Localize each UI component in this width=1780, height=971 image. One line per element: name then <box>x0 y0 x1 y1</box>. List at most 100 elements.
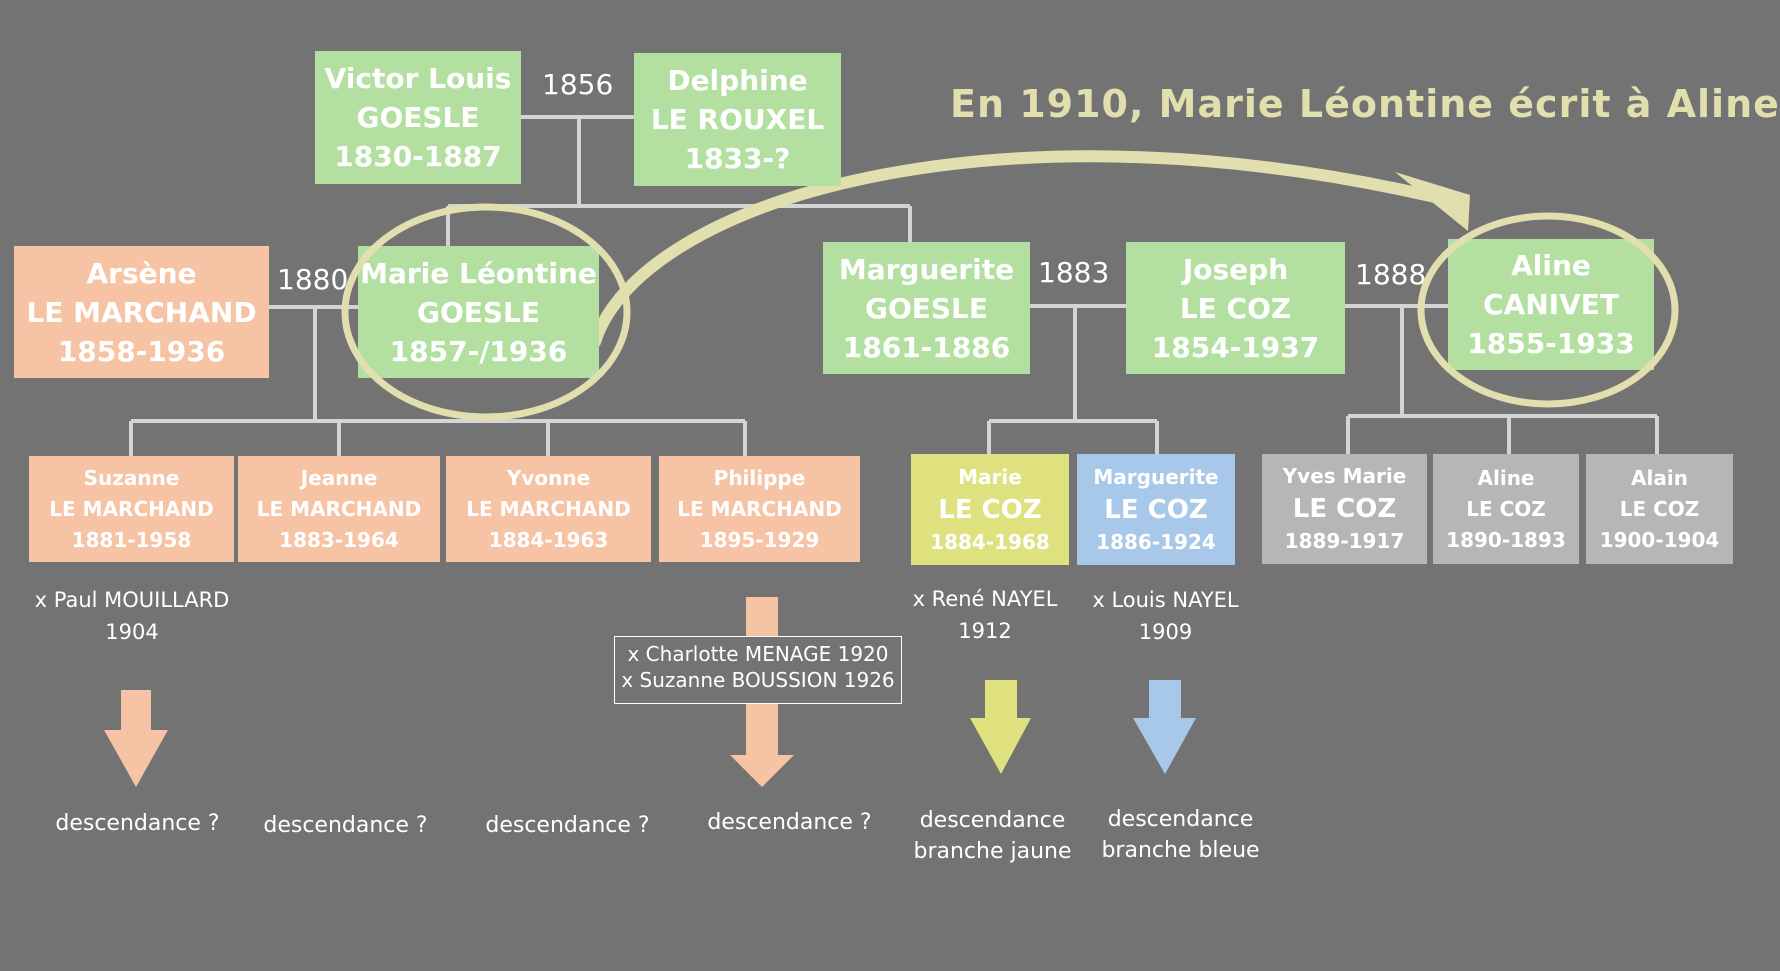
person-aline-le-coz: Aline LE COZ 1890-1893 <box>1433 454 1579 564</box>
first-name: Suzanne <box>83 465 180 490</box>
first-name: Delphine <box>667 64 808 97</box>
dates: 1861-1886 <box>842 330 1011 364</box>
letter-arrow-head <box>1395 172 1470 231</box>
surname: LE COZ <box>1466 496 1546 521</box>
first-name: Marguerite <box>838 252 1015 286</box>
descendance-suzanne: descendance ? <box>40 808 235 839</box>
first-name: Joseph <box>1182 252 1289 286</box>
dates: 1857-/1936 <box>389 334 568 368</box>
descendance-arrow-marguerite-lecoz <box>1133 680 1196 774</box>
dates: 1858-1936 <box>57 334 226 368</box>
dates: 1830-1887 <box>334 140 502 173</box>
person-delphine-le-rouxel: Delphine LE ROUXEL 1833-? <box>634 53 841 186</box>
spouse-note-philippe: x Charlotte MENAGE 1920 x Suzanne BOUSSI… <box>614 636 902 704</box>
spouse-year: 1909 <box>1138 620 1193 644</box>
spouse-note-marguerite-lecoz: x Louis NAYEL 1909 <box>1078 584 1253 648</box>
descendance-yvonne: descendance ? <box>470 810 665 841</box>
spouse-first: x Charlotte MENAGE 1920 <box>627 642 889 666</box>
first-name: Aline <box>1477 465 1535 490</box>
surname: LE COZ <box>1292 494 1397 524</box>
dates: 1854-1937 <box>1151 330 1320 364</box>
surname: LE MARCHAND <box>26 295 257 329</box>
descendance-label: descendance ? <box>55 811 220 836</box>
first-name: Philippe <box>713 465 806 490</box>
descendance-jeanne: descendance ? <box>248 810 443 841</box>
person-yves-marie-le-coz: Yves Marie LE COZ 1889-1917 <box>1262 454 1427 564</box>
spouse-second: x Suzanne BOUSSION 1926 <box>621 668 895 692</box>
surname: GOESLE <box>356 101 480 134</box>
spouse-note-marie-lecoz: x René NAYEL 1912 <box>900 583 1070 647</box>
marriage-year-victor-delphine: 1856 <box>542 68 614 101</box>
dates: 1890-1893 <box>1446 527 1566 552</box>
surname: CANIVET <box>1483 288 1619 321</box>
dates: 1883-1964 <box>279 527 399 552</box>
descendance-label: descendance <box>1107 807 1254 832</box>
branch-label: branche bleue <box>1101 838 1260 863</box>
dates: 1895-1929 <box>699 527 820 552</box>
descendance-label: descendance ? <box>485 813 650 838</box>
surname: LE MARCHAND <box>677 496 842 521</box>
dates: 1833-? <box>684 142 791 175</box>
surname: LE MARCHAND <box>466 496 631 521</box>
first-name: Marguerite <box>1093 464 1219 489</box>
descendance-marie-lecoz: descendance branche jaune <box>900 805 1085 867</box>
surname: LE COZ <box>1619 496 1700 521</box>
person-marguerite-le-coz: Marguerite LE COZ 1886-1924 <box>1077 454 1235 565</box>
person-alain-le-coz: Alain LE COZ 1900-1904 <box>1586 454 1733 564</box>
spouse-name: x René NAYEL <box>912 587 1058 611</box>
highlight-ellipse-marie-leontine <box>341 203 631 421</box>
descendance-label: descendance <box>919 808 1066 833</box>
dates: 1855-1933 <box>1467 327 1635 360</box>
person-marguerite-goesle: Marguerite GOESLE 1861-1886 <box>823 242 1030 374</box>
dates: 1889-1917 <box>1284 529 1405 553</box>
surname: LE COZ <box>1179 291 1292 325</box>
surname: LE MARCHAND <box>49 496 214 521</box>
person-joseph-le-coz: Joseph LE COZ 1854-1937 <box>1126 242 1345 374</box>
spouse-year: 1912 <box>958 619 1012 643</box>
highlight-ellipse-aline-canivet <box>1417 212 1679 408</box>
first-name: Jeanne <box>300 465 378 490</box>
descendance-arrow-marie-lecoz <box>970 680 1031 774</box>
first-name: Alain <box>1631 465 1688 490</box>
first-name: Yvonne <box>506 465 591 490</box>
surname: GOESLE <box>416 295 541 329</box>
surname: GOESLE <box>864 291 989 325</box>
person-arsene-le-marchand: Arsène LE MARCHAND 1858-1936 <box>14 246 269 378</box>
person-marie-leontine-goesle: Marie Léontine GOESLE 1857-/1936 <box>358 246 599 378</box>
dates: 1881-1958 <box>71 527 192 552</box>
descendance-philippe: descendance ? <box>692 807 887 838</box>
descendance-label: descendance ? <box>263 813 428 838</box>
descendance-arrow-suzanne <box>104 690 168 787</box>
first-name: Marie Léontine <box>360 256 597 290</box>
person-philippe-le-marchand: Philippe LE MARCHAND 1895-1929 <box>659 456 860 562</box>
spouse-note-suzanne: x Paul MOUILLARD 1904 <box>22 584 242 648</box>
first-name: Victor Louis <box>324 62 512 95</box>
spouse-year: 1904 <box>105 620 159 644</box>
branch-label: branche jaune <box>913 839 1072 864</box>
dates: 1886-1924 <box>1096 529 1216 554</box>
first-name: Yves Marie <box>1282 464 1407 488</box>
surname: LE COZ <box>1104 494 1208 525</box>
dates: 1884-1968 <box>930 529 1050 554</box>
descendance-label: descendance ? <box>707 810 872 835</box>
spouse-name: x Paul MOUILLARD <box>34 588 230 612</box>
person-yvonne-le-marchand: Yvonne LE MARCHAND 1884-1963 <box>446 456 651 562</box>
marriage-year-arsene-marie: 1880 <box>277 263 349 296</box>
dates: 1884-1963 <box>488 527 609 552</box>
person-marie-le-coz: Marie LE COZ 1884-1968 <box>911 454 1069 565</box>
person-jeanne-le-marchand: Jeanne LE MARCHAND 1883-1964 <box>238 456 440 562</box>
person-suzanne-le-marchand: Suzanne LE MARCHAND 1881-1958 <box>29 456 234 562</box>
first-name: Marie <box>958 464 1022 489</box>
person-aline-canivet: Aline CANIVET 1855-1933 <box>1448 239 1654 370</box>
annotation-title: En 1910, Marie Léontine écrit à Aline <box>950 82 1780 126</box>
marriage-year-marguerite-joseph: 1883 <box>1038 256 1110 289</box>
marriage-year-joseph-aline: 1888 <box>1355 258 1427 291</box>
first-name: Arsène <box>86 256 197 290</box>
descendance-marguerite-lecoz: descendance branche bleue <box>1088 804 1273 866</box>
dates: 1900-1904 <box>1599 527 1720 552</box>
person-victor-louis-goesle: Victor Louis GOESLE 1830-1887 <box>315 51 521 184</box>
surname: LE MARCHAND <box>256 496 422 521</box>
first-name: Aline <box>1511 249 1591 282</box>
